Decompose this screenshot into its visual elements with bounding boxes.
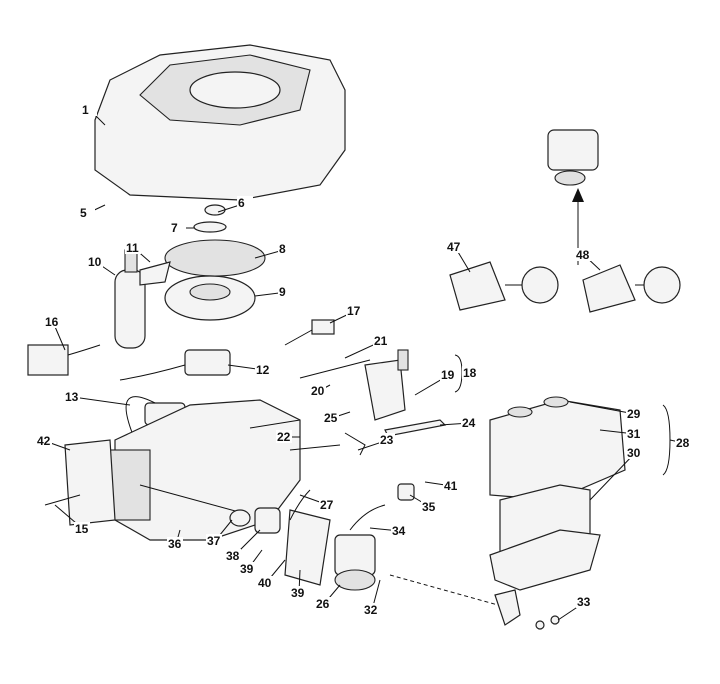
label-background <box>315 597 331 610</box>
label-background <box>125 241 141 254</box>
label-background <box>36 434 52 447</box>
label-background <box>290 586 306 599</box>
label-background <box>446 240 462 253</box>
part-label-15: 15 <box>75 522 89 536</box>
part-label-33: 33 <box>577 595 591 609</box>
label-background <box>626 427 642 440</box>
rectifier <box>27 344 101 376</box>
label-background <box>443 479 459 492</box>
part-label-11: 11 <box>126 241 139 255</box>
part-label-48: 48 <box>576 248 590 262</box>
part-label-26: 26 <box>316 597 330 611</box>
label-background <box>373 334 389 347</box>
label-background <box>363 603 379 616</box>
part-label-32: 32 <box>364 603 378 617</box>
label-background <box>391 524 407 537</box>
carburetor-inset <box>547 129 599 265</box>
part-label-1: 1 <box>82 103 89 117</box>
part-label-40: 40 <box>258 576 272 590</box>
carburetor <box>229 483 415 591</box>
part-label-18: 18 <box>463 366 477 380</box>
label-background <box>310 384 326 397</box>
label-background <box>346 304 362 317</box>
part-label-24: 24 <box>462 416 476 430</box>
label-background <box>44 315 60 328</box>
part-label-31: 31 <box>627 427 641 441</box>
part-label-39: 39 <box>291 586 305 600</box>
label-background <box>81 103 97 116</box>
ignition-coil <box>119 349 231 471</box>
part-label-20: 20 <box>311 384 325 398</box>
leader-line <box>569 401 636 415</box>
part-label-36: 36 <box>168 537 182 551</box>
label-background <box>575 248 591 261</box>
label-background <box>87 255 103 268</box>
label-background <box>319 498 335 511</box>
label-background <box>421 500 437 513</box>
label-background <box>237 196 253 209</box>
part-label-12: 12 <box>256 363 270 377</box>
part-label-30: 30 <box>627 446 641 460</box>
starter-motor <box>114 249 171 349</box>
label-background <box>379 433 395 446</box>
part-label-9: 9 <box>279 285 286 299</box>
label-background <box>239 562 255 575</box>
part-label-8: 8 <box>279 242 286 256</box>
label-background <box>225 549 241 562</box>
label-background <box>276 430 292 443</box>
kit-bags <box>449 261 681 313</box>
part-label-21: 21 <box>374 334 388 348</box>
label-background <box>170 221 186 234</box>
label-background <box>278 242 294 255</box>
part-label-42: 42 <box>37 434 51 448</box>
part-label-38: 38 <box>226 549 240 563</box>
part-label-17: 17 <box>347 304 361 318</box>
flywheel <box>164 204 266 321</box>
label-background <box>323 411 339 424</box>
engine-cover <box>94 44 346 201</box>
part-label-35: 35 <box>422 500 436 514</box>
part-label-13: 13 <box>65 390 79 404</box>
part-label-22: 22 <box>277 430 291 444</box>
part-label-25: 25 <box>324 411 338 425</box>
engine-block <box>44 399 301 541</box>
part-label-10: 10 <box>88 255 102 269</box>
label-background <box>278 285 294 298</box>
label-background <box>626 446 642 459</box>
air-filter <box>389 396 626 630</box>
part-label-6: 6 <box>238 196 245 210</box>
leader-line <box>589 452 636 501</box>
label-background <box>74 522 90 535</box>
part-label-47: 47 <box>447 240 461 254</box>
label-background <box>255 363 271 376</box>
part-label-34: 34 <box>392 524 406 538</box>
label-background <box>79 206 95 219</box>
part-label-27: 27 <box>320 498 334 512</box>
label-background <box>440 368 456 381</box>
label-background <box>64 390 80 403</box>
part-label-23: 23 <box>380 433 394 447</box>
label-background <box>206 534 222 547</box>
part-label-29: 29 <box>627 407 641 421</box>
part-label-16: 16 <box>45 315 59 329</box>
switch <box>284 319 335 346</box>
label-background <box>461 416 477 429</box>
leader-line <box>72 396 131 406</box>
part-label-28: 28 <box>676 436 690 450</box>
label-background <box>576 595 592 608</box>
label-background <box>626 407 642 420</box>
label-background <box>167 537 183 550</box>
part-label-5: 5 <box>80 206 87 220</box>
part-label-39: 39 <box>240 562 254 576</box>
part-label-19: 19 <box>441 368 455 382</box>
part-label-7: 7 <box>171 221 178 235</box>
label-background <box>675 436 691 449</box>
label-background <box>257 576 273 589</box>
part-label-41: 41 <box>444 479 458 493</box>
label-background <box>462 366 478 379</box>
part-label-37: 37 <box>207 534 221 548</box>
